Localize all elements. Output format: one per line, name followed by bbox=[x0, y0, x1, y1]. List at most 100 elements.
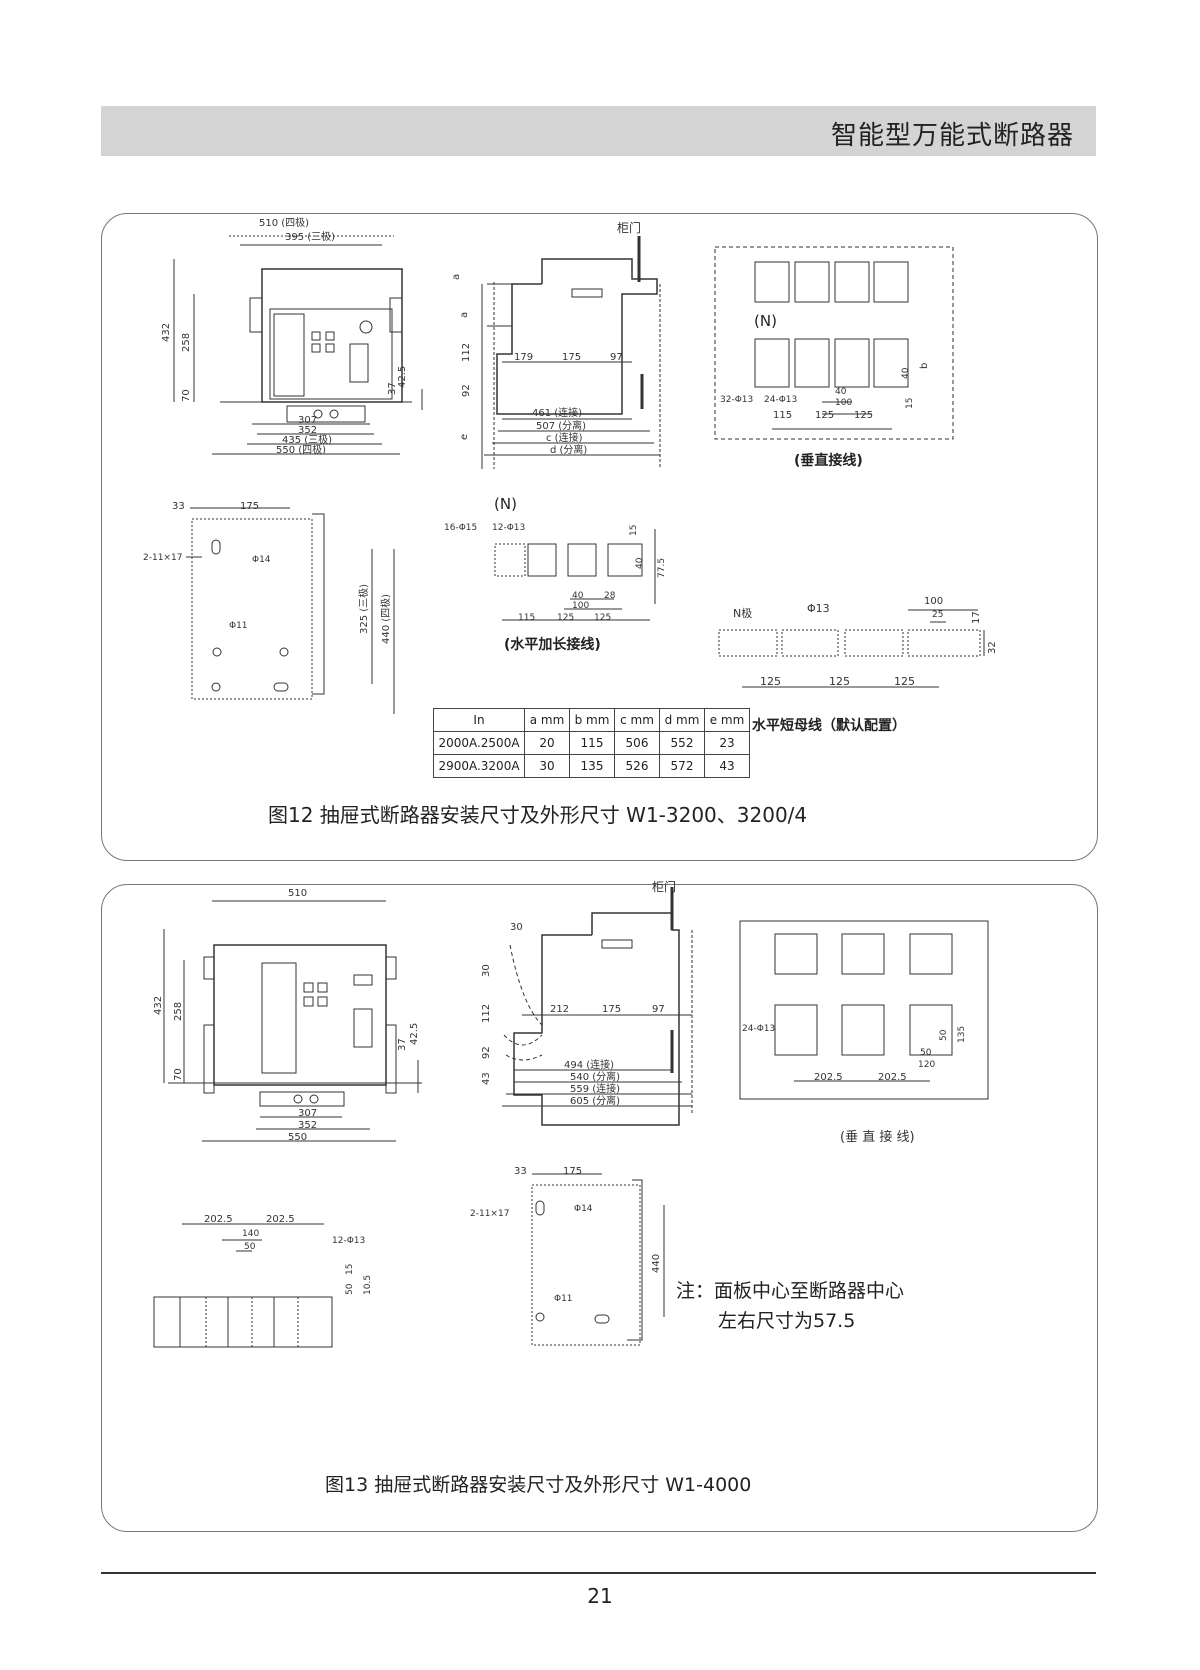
fig12-front-dim-435: 435 (三极) bbox=[282, 435, 333, 446]
fig12-busbar-npole: N极 bbox=[733, 607, 753, 620]
table-cell: 135 bbox=[569, 754, 615, 778]
fig12-base-phi11: Φ11 bbox=[229, 621, 248, 631]
fig13-front-258: 258 bbox=[173, 1001, 184, 1021]
fig12-horzlong-28: 28 bbox=[604, 591, 616, 601]
fig13-horz-2025a: 202.5 bbox=[204, 1214, 233, 1225]
header-title: 智能型万能式断路器 bbox=[830, 121, 1074, 151]
fig13-vert-2025a: 202.5 bbox=[814, 1072, 843, 1083]
fig13-note: 注：面板中心至断路器中心 左右尺寸为57.5 bbox=[676, 1276, 904, 1336]
fig12-side-97: 97 bbox=[610, 352, 623, 363]
fig12-horzlong-125a: 125 bbox=[557, 613, 575, 623]
fig12-front-dim-432: 432 bbox=[161, 322, 172, 342]
fig12-horzlong-115: 115 bbox=[518, 613, 536, 623]
fig12-vert-15: 15 bbox=[905, 397, 915, 409]
fig12-busbar-125b: 125 bbox=[829, 675, 850, 688]
fig12-horzlong-100: 100 bbox=[572, 601, 590, 611]
fig13-horz-15: 15 bbox=[345, 1263, 355, 1275]
fig12-front-dim-307: 307 bbox=[298, 415, 318, 426]
figure-12-caption: 图12 抽屉式断路器安装尺寸及外形尺寸 W1-3200、3200/4 bbox=[268, 803, 808, 827]
table-cell: 506 bbox=[614, 731, 660, 755]
table-header-cell: e mm bbox=[704, 708, 750, 732]
fig12-busbar-125c: 125 bbox=[894, 675, 915, 688]
fig13-side-92: 92 bbox=[481, 1046, 492, 1059]
table-header-cell: In bbox=[433, 708, 525, 732]
fig12-busbar-25: 25 bbox=[932, 610, 944, 620]
fig12-busbar-100: 100 bbox=[924, 596, 944, 607]
fig13-horz-50v: 50 bbox=[345, 1283, 355, 1295]
fig12-vert-115: 115 bbox=[773, 410, 793, 421]
fig12-side-a1: a bbox=[451, 273, 462, 280]
table-cell: 115 bbox=[569, 731, 615, 755]
fig13-base-slot: 2-11×17 bbox=[470, 1209, 510, 1219]
fig13-horz-50: 50 bbox=[244, 1242, 256, 1252]
fig13-side-540: 540 (分离) bbox=[570, 1072, 621, 1083]
table-cell: 526 bbox=[614, 754, 660, 778]
fig13-vert-caption: (垂 直 接 线) bbox=[840, 1130, 915, 1145]
fig12-side-507: 507 (分离) bbox=[536, 421, 587, 432]
fig12-vert-100: 100 bbox=[835, 398, 853, 408]
fig12-side-461: 461 (连接) bbox=[532, 408, 583, 419]
fig12-side-view bbox=[481, 236, 661, 469]
fig12-vert-caption: (垂直接线) bbox=[794, 453, 863, 469]
fig12-side-179: 179 bbox=[514, 352, 534, 363]
fig12-base-33: 33 bbox=[172, 501, 185, 512]
fig13-side-605: 605 (分离) bbox=[570, 1096, 621, 1107]
table-cell: 20 bbox=[524, 731, 570, 755]
fig12-vert-h24: 24-Φ13 bbox=[764, 395, 798, 405]
fig12-base-phi14: Φ14 bbox=[252, 555, 271, 565]
fig13-base-phi14: Φ14 bbox=[574, 1204, 593, 1214]
fig13-side-494: 494 (连接) bbox=[564, 1060, 615, 1071]
table-cell: 572 bbox=[659, 754, 705, 778]
table-cell: 2900A.3200A bbox=[433, 754, 525, 778]
fig12-base-325: 325 (三极) bbox=[359, 583, 370, 634]
figure-13-drawing bbox=[153, 887, 989, 1348]
fig13-base-phi11: Φ11 bbox=[554, 1294, 573, 1304]
fig13-base-plate bbox=[531, 1173, 665, 1346]
fig12-side-175: 175 bbox=[562, 352, 582, 363]
fig12-busbar-short bbox=[718, 609, 985, 688]
fig12-horizontal-extended bbox=[494, 529, 656, 621]
table-cell: 2000A.2500A bbox=[433, 731, 525, 755]
fig12-side-c: c (连接) bbox=[546, 433, 583, 444]
fig12-side-e: e bbox=[459, 433, 470, 440]
page-number: 21 bbox=[587, 1584, 613, 1608]
fig12-side-112: 112 bbox=[461, 342, 472, 362]
fig12-base-slot: 2-11×17 bbox=[143, 553, 183, 563]
figure-13-caption: 图13 抽屉式断路器安装尺寸及外形尺寸 W1-4000 bbox=[325, 1474, 752, 1496]
fig13-front-view bbox=[163, 900, 422, 1142]
fig12-busbar-125a: 125 bbox=[760, 675, 781, 688]
fig12-vert-125b: 125 bbox=[854, 410, 874, 421]
fig12-front-dim-395: 395 (三极) bbox=[285, 232, 336, 243]
fig12-vert-125a: 125 bbox=[815, 410, 835, 421]
figure-13-panel: 510 432 258 70 37 42.5 307 352 550 柜门 30… bbox=[101, 881, 1098, 1532]
table-header-cell: a mm bbox=[524, 708, 570, 732]
fig12-side-d: d (分离) bbox=[550, 445, 588, 456]
fig12-vert-40a: 40 bbox=[835, 387, 847, 397]
fig13-base-175: 175 bbox=[563, 1166, 583, 1177]
fig13-vert-2025b: 202.5 bbox=[878, 1072, 907, 1083]
table-header-cell: b mm bbox=[569, 708, 615, 732]
fig12-horzlong-40b: 40 bbox=[572, 591, 584, 601]
table-cell: 30 bbox=[524, 754, 570, 778]
fig13-side-97: 97 bbox=[652, 1004, 665, 1015]
fig13-front-510: 510 bbox=[288, 888, 308, 899]
fig13-front-432: 432 bbox=[153, 995, 164, 1015]
fig12-dimension-table: In a mm b mm c mm d mm e mm 2000A.2500A … bbox=[433, 708, 750, 778]
fig13-vert-50a: 50 bbox=[939, 1029, 949, 1041]
fig13-vert-h24: 24-Φ13 bbox=[742, 1024, 776, 1034]
table-row: 2900A.3200A 30 135 526 572 43 bbox=[433, 754, 750, 778]
table-cell: 23 bbox=[704, 731, 750, 755]
fig12-vert-b: b bbox=[919, 362, 930, 369]
fig12-side-door: 柜门 bbox=[617, 221, 642, 235]
figure-12-panel: 510 (四极) 395 (三极) 432 258 70 37 42.5 307… bbox=[101, 213, 1098, 861]
fig12-horzlong-h12: 12-Φ13 bbox=[492, 523, 526, 533]
fig13-vert-50b: 50 bbox=[920, 1048, 932, 1058]
fig12-side-92: 92 bbox=[461, 384, 472, 397]
fig12-front-dim-510: 510 (四极) bbox=[259, 218, 310, 229]
fig12-base-175: 175 bbox=[240, 501, 260, 512]
note-line-2: 左右尺寸为57.5 bbox=[718, 1310, 856, 1332]
table-cell: 43 bbox=[704, 754, 750, 778]
footer-rule bbox=[101, 1572, 1096, 1574]
fig12-front-view bbox=[173, 235, 423, 455]
fig13-vertical-busbar bbox=[739, 920, 989, 1100]
